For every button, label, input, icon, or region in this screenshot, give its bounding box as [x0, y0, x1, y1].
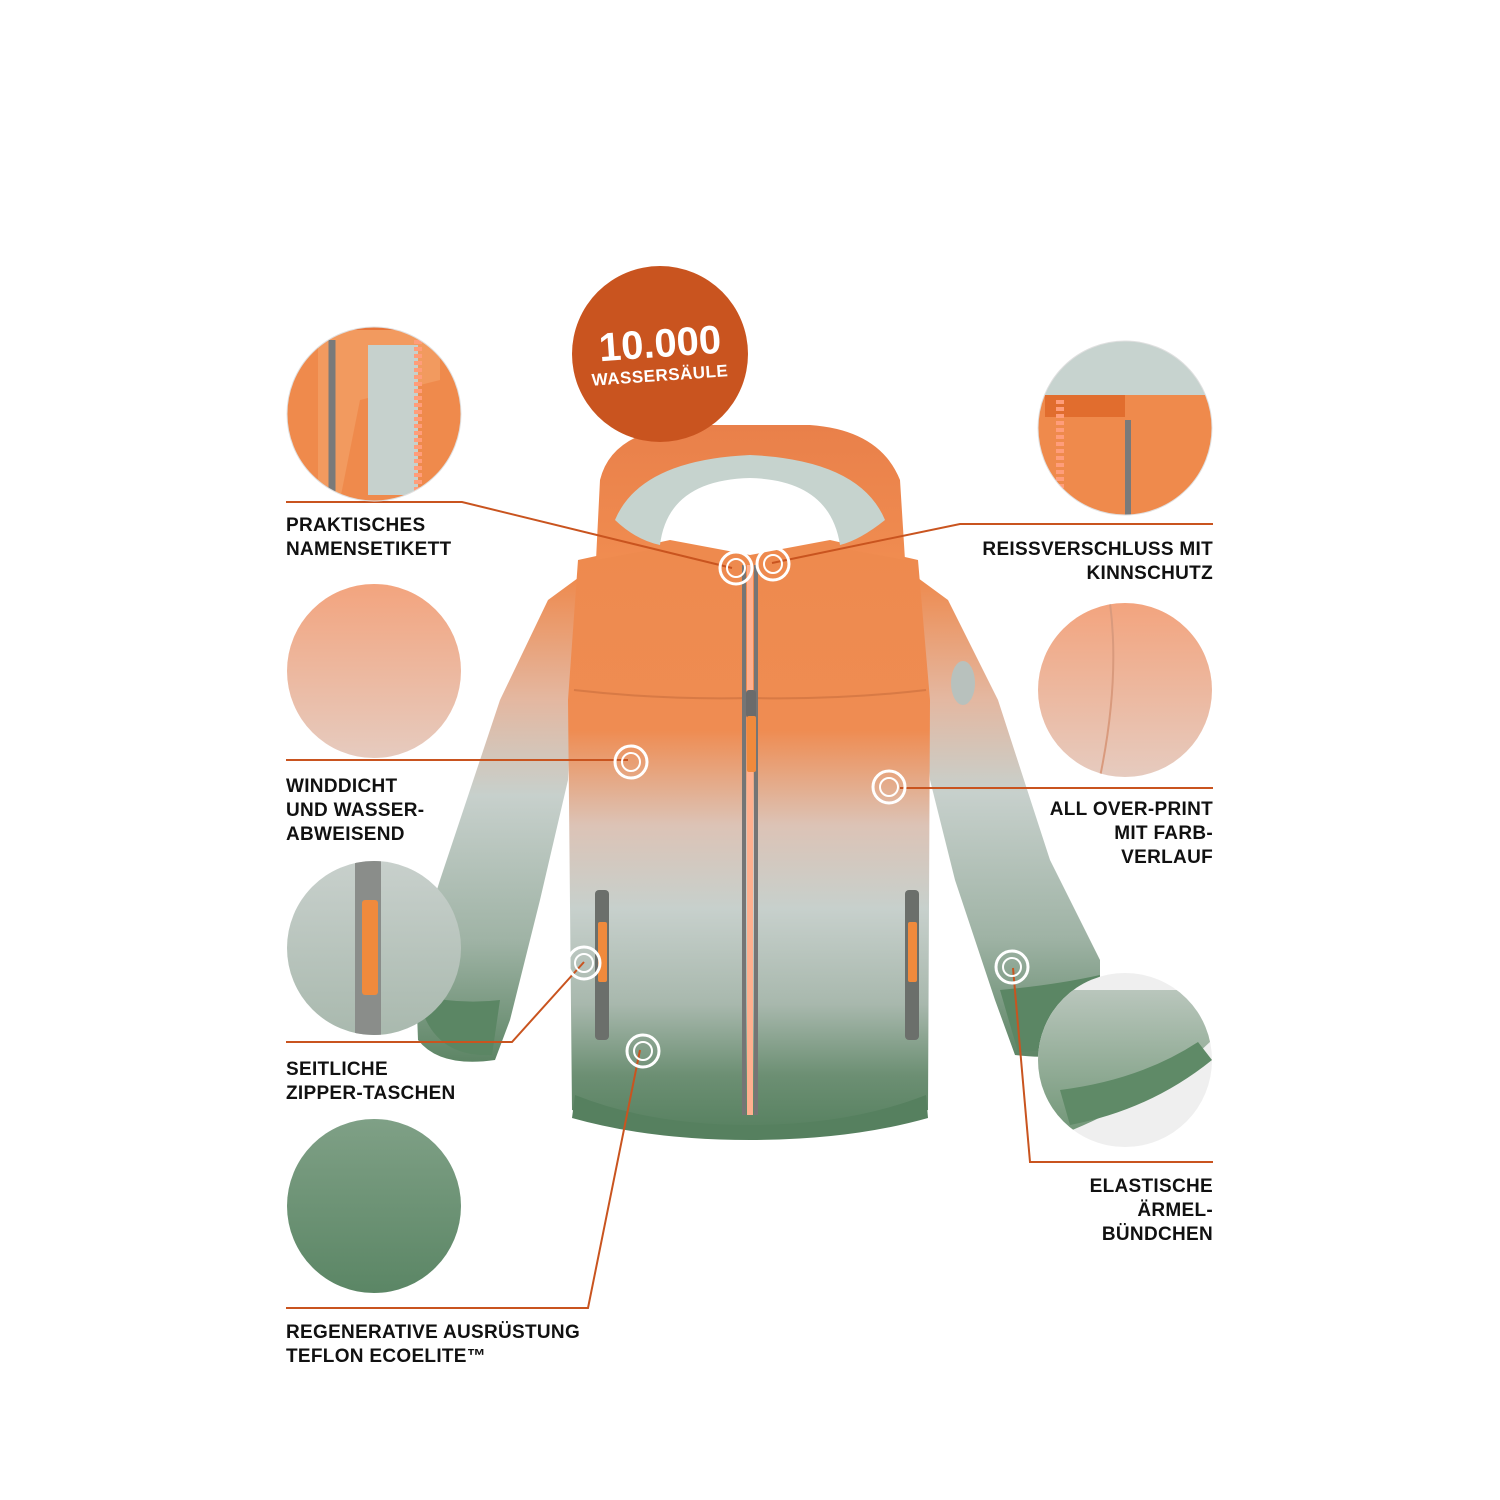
hotspot-name-label — [718, 550, 754, 586]
detail-circle-chin-guard — [1037, 340, 1213, 516]
hotspot-pocket — [566, 945, 602, 981]
label-elastic-cuffs: ELASTISCHE ÄRMEL- BÜNDCHEN — [1089, 1176, 1213, 1245]
water-column-badge: 10.000 WASSERSÄULE — [572, 266, 748, 442]
hotspot-finish — [625, 1033, 661, 1069]
detail-circle-name-label — [286, 326, 462, 502]
label-side-pockets: SEITLICHE ZIPPER-TASCHEN — [286, 1059, 456, 1104]
detail-circle-fabric-green — [287, 1119, 461, 1293]
label-name-tag: PRAKTISCHES NAMENSETIKETT — [286, 515, 452, 560]
hotspot-markers — [566, 546, 1030, 1069]
label-all-over-print: ALL OVER-PRINT MIT FARB- VERLAUF — [1049, 799, 1213, 868]
jacket-image — [415, 425, 1100, 1140]
label-teflon-finish: REGENERATIVE AUSRÜSTUNG TEFLON ECOELITE™ — [286, 1322, 581, 1367]
leader-lines — [286, 501, 1213, 1309]
detail-circle-fabric-peach — [287, 584, 461, 758]
detail-circle-pocket-zip — [287, 861, 461, 1035]
hotspot-windproof — [613, 744, 649, 780]
hotspot-cuff — [994, 949, 1030, 985]
hotspot-print — [871, 769, 907, 805]
detail-circle-elastic-cuff — [1038, 973, 1212, 1147]
label-windproof: WINDDICHT UND WASSER- ABWEISEND — [286, 776, 425, 845]
detail-circle-gradient-print — [1038, 603, 1212, 777]
label-zipper-chin-guard: REISSVERSCHLUSS MIT KINNSCHUTZ — [982, 539, 1213, 584]
hotspot-chin-guard — [755, 546, 791, 582]
